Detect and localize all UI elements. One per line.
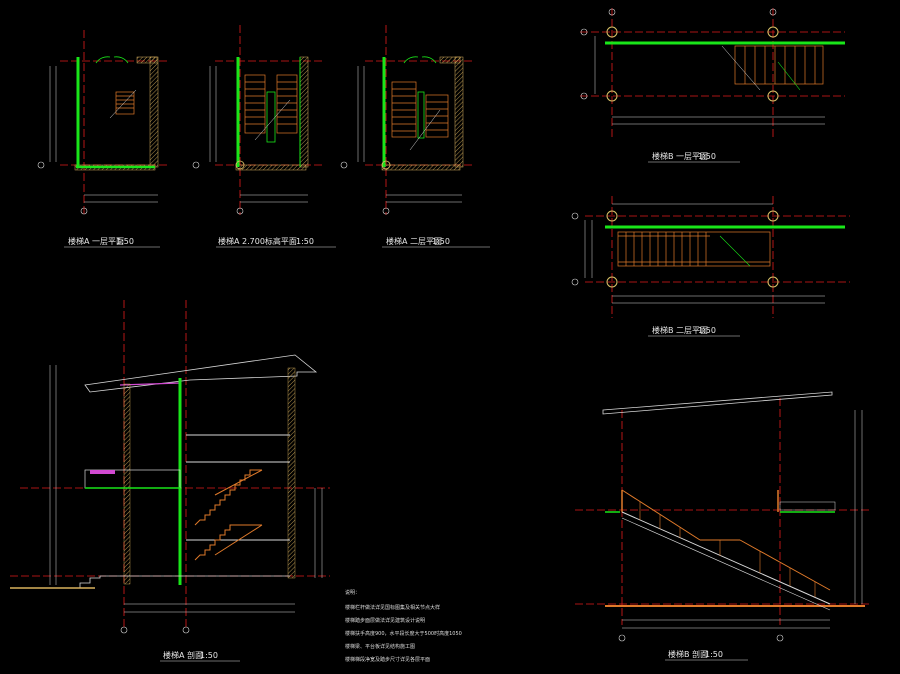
axis-bubble <box>767 276 779 288</box>
plan-a-second-scale: 1:50 <box>432 237 450 246</box>
axis-bubble <box>618 634 626 642</box>
note-line: 楼梯踏步面层做法详见建筑设计说明 <box>345 617 425 624</box>
axis-bubble <box>382 207 390 215</box>
axis-bubble <box>340 161 348 169</box>
note-line: 楼梯栏杆做法详见国标图集及相关节点大样 <box>345 604 440 611</box>
axis-bubble <box>192 161 200 169</box>
axis-bubble <box>120 626 128 634</box>
axis-bubble <box>767 210 779 222</box>
plan-a-mid-scale: 1:50 <box>296 237 314 246</box>
axis-bubble <box>236 207 244 215</box>
plan-a-ground-scale: 1:50 <box>116 237 134 246</box>
note-line: 楼梯梁、平台板详见结构施工图 <box>345 643 415 650</box>
section-b-title: 楼梯B 剖面 <box>668 649 708 659</box>
axis-bubble <box>767 90 779 102</box>
section-a-scale: 1:50 <box>200 651 218 660</box>
plan-a-ground-floor: 楼梯A 一层平面 1:50 <box>37 30 170 248</box>
section-b-scale: 1:50 <box>705 650 723 659</box>
axis-bubble <box>235 160 245 170</box>
axis-bubble <box>767 26 779 38</box>
section-a: 楼梯A 剖面 1:50 <box>10 300 330 662</box>
axis-bubble <box>606 90 618 102</box>
notes-heading: 说明： <box>345 589 360 596</box>
plan-a-second-title: 楼梯A 二层平面 <box>386 236 442 246</box>
axis-bubble <box>776 634 784 642</box>
note-line: 楼梯梯段净宽及踏步尺寸详见各层平面 <box>345 656 430 663</box>
plan-a-mid-title: 楼梯A 2.700标高平面 <box>218 236 297 246</box>
plan-b-second-scale: 1:50 <box>698 326 716 335</box>
axis-bubble <box>381 160 391 170</box>
axis-bubble <box>80 207 88 215</box>
plan-b-ground-title: 楼梯B 一层平面 <box>652 151 708 161</box>
note-line: 楼梯扶手高度900，水平段长度大于500时高度1050 <box>345 630 462 637</box>
plan-a-second-floor: 楼梯A 二层平面 1:50 <box>340 25 490 248</box>
axis-bubble <box>182 626 190 634</box>
section-a-title: 楼梯A 剖面 <box>163 650 203 660</box>
axis-bubble <box>606 276 618 288</box>
section-b: 楼梯B 剖面 1:50 <box>575 391 870 661</box>
axis-bubble <box>606 210 618 222</box>
design-notes: 说明： 楼梯栏杆做法详见国标图集及相关节点大样 楼梯踏步面层做法详见建筑设计说明… <box>345 589 462 663</box>
plan-b-ground-scale: 1:50 <box>698 152 716 161</box>
plan-a-mid-landing: 楼梯A 2.700标高平面 1:50 <box>192 25 336 248</box>
plan-b-second-floor: 楼梯B 二层平面 1:50 <box>571 196 850 337</box>
plan-a-ground-title: 楼梯A 一层平面 <box>68 236 124 246</box>
plan-b-second-title: 楼梯B 二层平面 <box>652 325 708 335</box>
axis-bubble <box>37 161 45 169</box>
plan-b-ground-floor: 楼梯B 一层平面 1:50 <box>580 8 845 163</box>
axis-bubble <box>606 26 618 38</box>
